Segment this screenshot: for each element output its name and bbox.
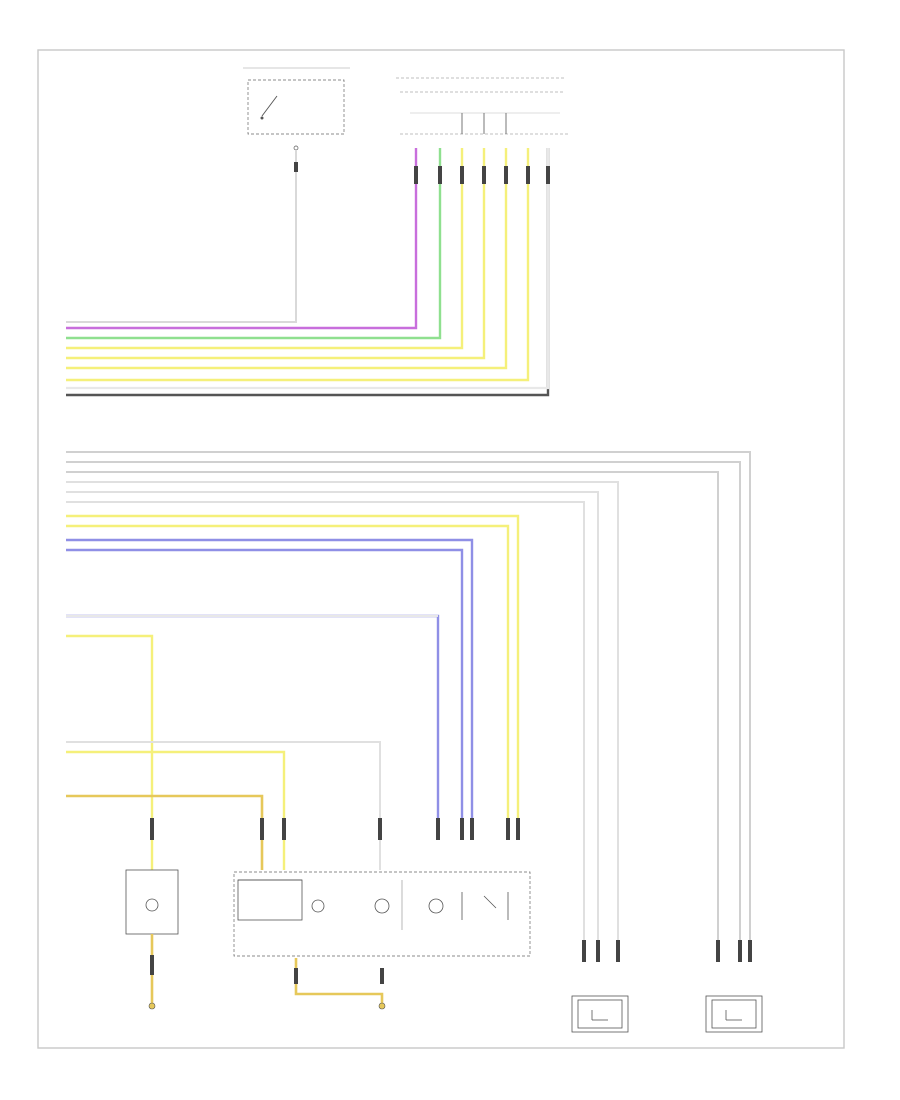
wire-white-switch [66,150,297,323]
ground-point-left [148,1002,156,1010]
rear-lamp-module [233,871,531,957]
wire-terminal [294,162,298,172]
middle-bus-wires [66,451,751,945]
top-bus-terminals [414,166,550,184]
top-bus-wires [66,148,550,397]
center-ground-wire [294,958,384,1006]
right-rear-sensor [571,995,629,1033]
ground-point-center [378,1002,386,1010]
lower-left-wires [66,614,440,870]
diagram-frame [37,49,845,1049]
switch-component [243,67,350,151]
lower-terminals [150,818,752,962]
left-turn-lamp [125,869,179,935]
left-rear-sensor [705,995,763,1033]
top-right-connector [396,77,570,135]
